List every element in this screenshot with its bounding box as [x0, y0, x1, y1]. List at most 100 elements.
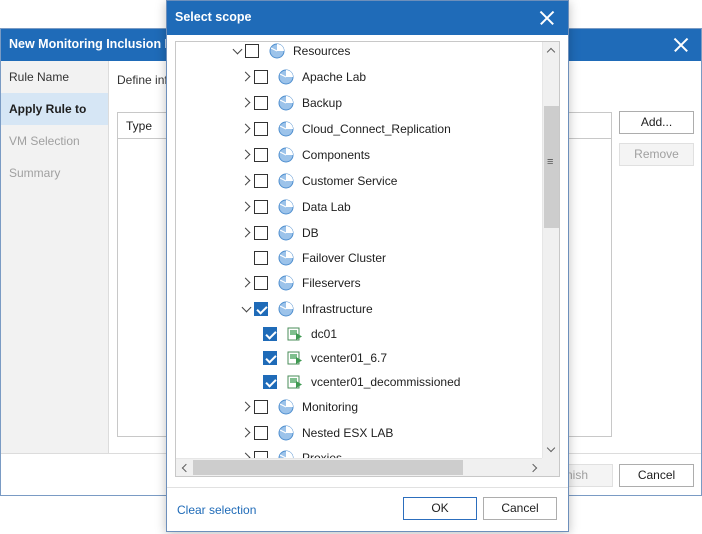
resource-pool-icon: [269, 43, 285, 59]
dialog-title: Select scope: [175, 10, 252, 24]
step-rule-name[interactable]: Rule Name: [9, 70, 70, 84]
tree-node-label: Backup: [302, 96, 343, 110]
chevron-right-icon[interactable]: [241, 98, 251, 108]
tree-node[interactable]: Cloud_Connect_Replication: [176, 118, 543, 140]
tree-node-label: Failover Cluster: [302, 251, 387, 265]
resource-pool-icon: [278, 301, 294, 317]
tree-node[interactable]: vcenter01_decommissioned: [176, 371, 543, 393]
resource-pool-icon: [278, 250, 294, 266]
tree-node[interactable]: Monitoring: [176, 396, 543, 418]
tree-node-checkbox[interactable]: [245, 44, 259, 58]
tree-node[interactable]: DB: [176, 222, 543, 244]
scroll-left-icon[interactable]: [176, 459, 193, 476]
vertical-scroll-thumb[interactable]: [544, 106, 559, 228]
tree-node[interactable]: Backup: [176, 92, 543, 114]
tree-node-checkbox[interactable]: [254, 400, 268, 414]
chevron-right-icon[interactable]: [241, 150, 251, 160]
scroll-corner: [542, 458, 559, 476]
tree-node-checkbox[interactable]: [254, 122, 268, 136]
tree-node-checkbox[interactable]: [254, 226, 268, 240]
resource-pool-icon: [278, 399, 294, 415]
step-apply-rule-to[interactable]: Apply Rule to: [1, 93, 108, 125]
tree-node[interactable]: Failover Cluster: [176, 247, 543, 269]
vertical-scrollbar[interactable]: [542, 42, 559, 458]
column-header-type[interactable]: Type: [126, 119, 153, 133]
vm-icon: [287, 374, 303, 390]
tree-node[interactable]: Components: [176, 144, 543, 166]
tree-node-label: dc01: [311, 327, 338, 341]
scroll-down-icon[interactable]: [543, 441, 559, 458]
resource-pool-icon: [278, 450, 294, 458]
chevron-right-icon[interactable]: [241, 124, 251, 134]
tree-node[interactable]: vcenter01_6.7: [176, 347, 543, 369]
tree-node-checkbox[interactable]: [263, 351, 277, 365]
chevron-down-icon[interactable]: [232, 46, 242, 56]
clear-selection-link[interactable]: Clear selection: [177, 503, 257, 517]
tree-node-label: Infrastructure: [302, 302, 373, 316]
tree-node[interactable]: Nested ESX LAB: [176, 422, 543, 444]
chevron-right-icon[interactable]: [241, 278, 251, 288]
tree-node-checkbox[interactable]: [254, 426, 268, 440]
step-summary: Summary: [9, 166, 61, 180]
tree-node[interactable]: Customer Service: [176, 170, 543, 192]
scroll-right-icon[interactable]: [526, 459, 543, 476]
resource-pool-icon: [278, 121, 294, 137]
resource-pool-icon: [278, 275, 294, 291]
scroll-up-icon[interactable]: [543, 42, 559, 59]
tree-node[interactable]: Resources: [176, 42, 543, 62]
horizontal-scroll-thumb[interactable]: [193, 460, 463, 475]
vm-icon: [287, 326, 303, 342]
tree-node[interactable]: dc01: [176, 323, 543, 345]
tree-node-checkbox[interactable]: [254, 451, 268, 458]
chevron-right-icon[interactable]: [241, 202, 251, 212]
add-button[interactable]: Add...: [619, 111, 694, 134]
tree-node-checkbox[interactable]: [254, 251, 268, 265]
define-text: Define inf: [117, 73, 168, 87]
chevron-right-icon[interactable]: [241, 176, 251, 186]
tree-node[interactable]: Fileservers: [176, 272, 543, 294]
tree-node-checkbox[interactable]: [254, 70, 268, 84]
wizard-title: New Monitoring Inclusion Ru: [9, 37, 182, 51]
tree-node-label: Apache Lab: [302, 70, 367, 84]
tree-node-checkbox[interactable]: [263, 327, 277, 341]
tree-node-checkbox[interactable]: [254, 96, 268, 110]
tree-node-label: Components: [302, 148, 371, 162]
vm-icon: [287, 350, 303, 366]
tree-node-checkbox[interactable]: [254, 148, 268, 162]
wizard-steps: Rule Name Apply Rule to VM Selection Sum…: [1, 61, 109, 453]
tree-node[interactable]: Data Lab: [176, 196, 543, 218]
ok-button[interactable]: OK: [403, 497, 477, 520]
tree-node-label: Cloud_Connect_Replication: [302, 122, 451, 136]
resource-pool-icon: [278, 199, 294, 215]
tree-node-checkbox[interactable]: [263, 375, 277, 389]
chevron-right-icon[interactable]: [241, 428, 251, 438]
resource-pool-icon: [278, 69, 294, 85]
tree-node-label: Monitoring: [302, 400, 359, 414]
tree-node[interactable]: Infrastructure: [176, 298, 543, 320]
wizard-cancel-button[interactable]: Cancel: [619, 464, 694, 487]
tree-node-label: Data Lab: [302, 200, 351, 214]
horizontal-scrollbar[interactable]: [176, 458, 543, 476]
resource-pool-icon: [278, 147, 294, 163]
dialog-cancel-button[interactable]: Cancel: [483, 497, 557, 520]
tree-node-label: Proxies: [302, 451, 343, 458]
remove-button: Remove: [619, 143, 694, 166]
chevron-right-icon[interactable]: [241, 402, 251, 412]
dialog-close-icon[interactable]: [538, 9, 556, 27]
tree-node[interactable]: Apache Lab: [176, 66, 543, 88]
tree-node-label: Fileservers: [302, 276, 361, 290]
chevron-right-icon[interactable]: [241, 228, 251, 238]
tree-node[interactable]: Proxies: [176, 447, 543, 458]
chevron-right-icon[interactable]: [241, 72, 251, 82]
resource-pool-icon: [278, 425, 294, 441]
tree-node-checkbox[interactable]: [254, 200, 268, 214]
chevron-down-icon[interactable]: [241, 304, 251, 314]
wizard-close-icon[interactable]: [671, 35, 691, 55]
tree-node-checkbox[interactable]: [254, 174, 268, 188]
step-vm-selection: VM Selection: [9, 134, 80, 148]
tree-node-checkbox[interactable]: [254, 276, 268, 290]
resource-pool-icon: [278, 173, 294, 189]
tree-node-checkbox[interactable]: [254, 302, 268, 316]
